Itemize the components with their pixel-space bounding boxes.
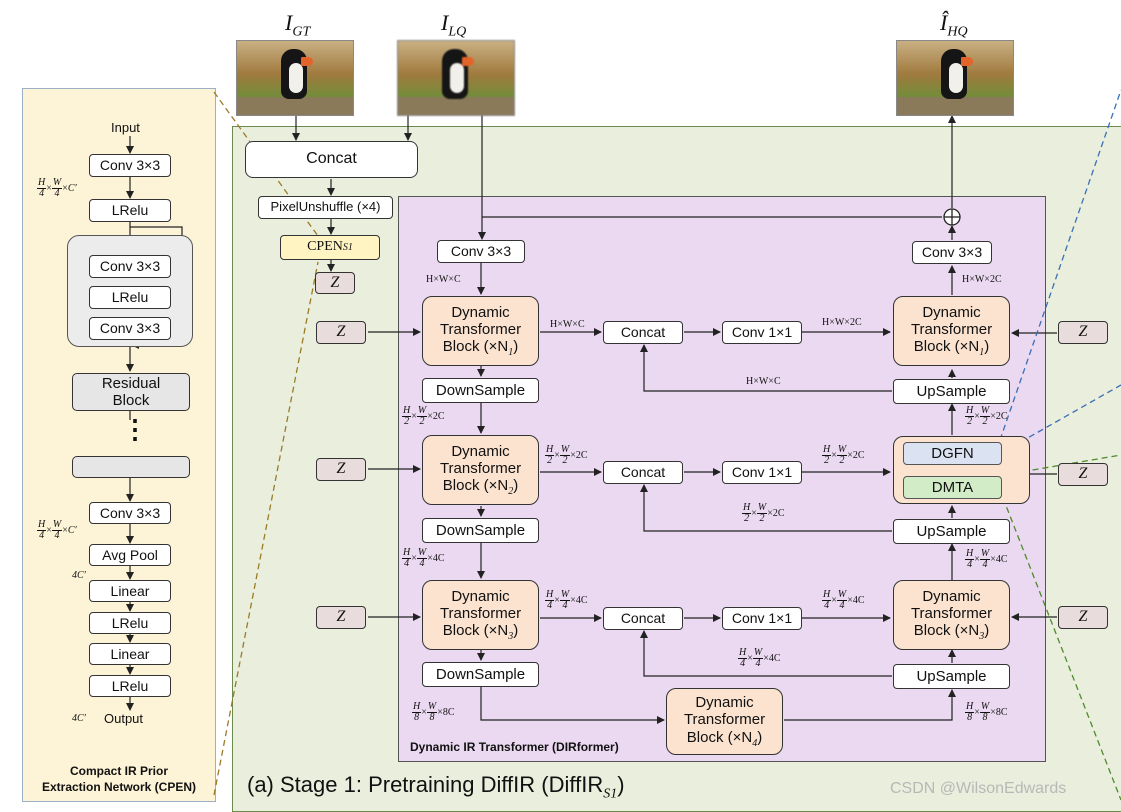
cpen-lrelu1: LRelu [89, 199, 171, 222]
conv1x1-level2: Conv 1×1 [722, 461, 802, 484]
gt-image [236, 40, 354, 116]
cpen-linear1: Linear [89, 580, 171, 602]
watermark: CSDN @WilsonEdwards [890, 780, 1067, 797]
cpen-empty-block [72, 456, 190, 478]
cpen-conv1: Conv 3×3 [89, 154, 171, 177]
z-right-level3: Z [1058, 606, 1108, 629]
decoder-conv3x3: Conv 3×3 [912, 241, 992, 264]
downsample-3: DownSample [422, 662, 539, 687]
z-right-level1: Z [1058, 321, 1108, 344]
downsample-1: DownSample [422, 378, 539, 403]
lq-image [397, 40, 515, 116]
concat-level2: Concat [603, 461, 683, 484]
z-input-level1: Z [316, 321, 366, 344]
encoder-conv3x3: Conv 3×3 [437, 240, 525, 263]
stage-caption: (a) Stage 1: Pretraining DiffIR (DiffIRS… [247, 772, 625, 802]
cpen-conv2: Conv 3×3 [89, 502, 171, 524]
gt-image-label: IGT [285, 10, 311, 40]
concat-box: Concat [245, 141, 418, 178]
dim-hwc-1: H×W×C [426, 274, 461, 285]
cpen-linear2: Linear [89, 643, 171, 665]
cpen-lrelu3: LRelu [89, 675, 171, 697]
cpen-lrelu2: LRelu [89, 612, 171, 634]
conv1x1-level3: Conv 1×1 [722, 607, 802, 630]
dmta-box: DMTA [903, 476, 1002, 499]
z-input-level2: Z [316, 458, 366, 481]
conv1x1-level1: Conv 1×1 [722, 321, 802, 344]
dim-hwc-2: H×W×C [550, 319, 585, 330]
hq-image [896, 40, 1014, 116]
hq-image-label: ÎHQ [940, 10, 968, 40]
concat-level3: Concat [603, 607, 683, 630]
dgfn-box: DGFN [903, 442, 1002, 465]
cpen-dim4: 4C′ [72, 713, 86, 724]
lq-image-label: ILQ [441, 10, 467, 40]
upsample-1: UpSample [893, 379, 1010, 404]
cpen-residual-block: Residual Block [72, 373, 190, 411]
cpen-output-label: Output [104, 711, 144, 726]
cpen-res-conv2: Conv 3×3 [89, 317, 171, 340]
downsample-2: DownSample [422, 518, 539, 543]
z-cpen-output: Z [315, 272, 355, 294]
cpen-dim3: 4C′ [72, 570, 86, 581]
dirformer-title: Dynamic IR Transformer (DIRformer) [410, 740, 619, 754]
dim-hw2c-2: H×W×2C [962, 274, 1002, 285]
cpen-avgpool: Avg Pool [89, 544, 171, 566]
upsample-3: UpSample [893, 664, 1010, 689]
cpen-res-lrelu: LRelu [89, 286, 171, 309]
pixelunshuffle-box: PixelUnshuffle (×4) [258, 196, 393, 219]
z-input-level3: Z [316, 606, 366, 629]
z-right-dmta: Z [1058, 463, 1108, 486]
cpen-res-conv1: Conv 3×3 [89, 255, 171, 278]
upsample-2: UpSample [893, 519, 1010, 544]
cpen-input-label: Input [111, 120, 140, 135]
cpen-ellipsis: ⋮ [122, 414, 148, 444]
dim-hw2c-1: H×W×2C [822, 317, 862, 328]
dim-hwc-3: H×W×C [746, 376, 781, 387]
concat-level1: Concat [603, 321, 683, 344]
